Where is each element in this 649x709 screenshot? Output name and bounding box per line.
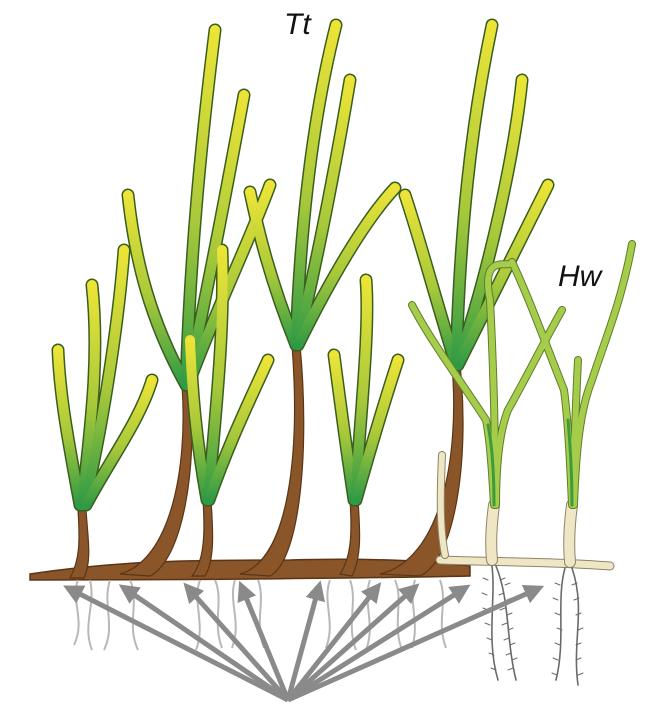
hw-roots <box>492 566 579 685</box>
label-hw: Hw <box>558 262 601 292</box>
label-tt: Tt <box>284 10 311 40</box>
arrow-icon <box>72 590 535 700</box>
